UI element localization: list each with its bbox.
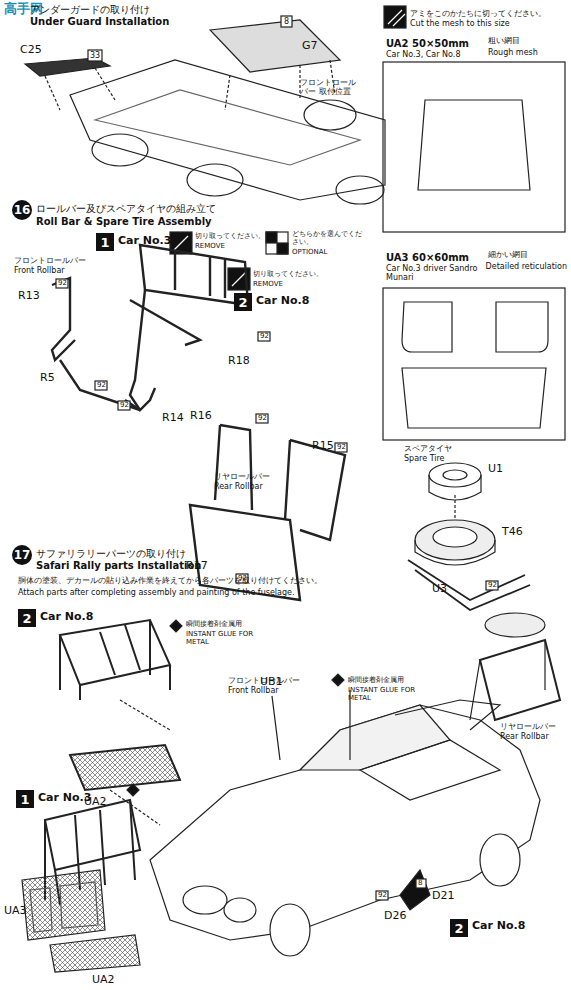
part-label: T46 <box>502 526 523 539</box>
part-label: Safari Rally parts Installation <box>36 560 201 572</box>
node-text: 2 <box>22 611 31 626</box>
part-label: UA2 50×50mm <box>386 38 469 50</box>
car-badge: 2 <box>450 919 468 937</box>
part-label: UA2 <box>92 974 115 987</box>
part-label: Attach parts after completing assembly a… <box>18 588 294 597</box>
part-label: 92 <box>378 891 387 899</box>
part-label: アミをこのかたちに切ってください。 <box>410 9 546 18</box>
car-badge: 1 <box>16 790 34 808</box>
node-text: 1 <box>100 235 109 250</box>
part-label: Detailed reticulation <box>486 262 567 271</box>
part-label: Car No.8 <box>40 611 93 624</box>
part-label: 胴体の塗装、デカールの貼り込み作業を終えてから各パーツを取り付けてください。 <box>18 576 322 585</box>
part-label: 8 <box>418 879 422 887</box>
part-label: R13 <box>18 290 40 303</box>
part-label: R15 <box>312 440 334 453</box>
part-label: U3 <box>432 583 447 596</box>
part-label: 92 <box>260 332 269 340</box>
part-label: 細かい網目 <box>488 250 528 259</box>
part-label: R5 <box>40 372 55 385</box>
car-badge: 2 <box>18 609 36 627</box>
part-label: Cut the mesh to this size <box>410 19 510 28</box>
part-label: U1 <box>488 463 503 476</box>
part-label: Car No.3 <box>118 235 171 248</box>
part-label: 切り取ってください。 <box>253 270 323 278</box>
part-label: 切り取ってください。 <box>195 232 265 240</box>
part-label: どちらかを選んでください。 <box>292 230 364 246</box>
node-text: 2 <box>238 295 247 310</box>
car-badge: 1 <box>96 233 114 251</box>
part-label: INSTANT GLUE FOR METAL <box>348 686 426 702</box>
part-label: リヤロールバー <box>500 722 556 731</box>
part-label: R16 <box>190 410 212 423</box>
node-text: 1 <box>20 792 29 807</box>
step-number: 17 <box>12 545 32 565</box>
part-label: フロントロールバー 取付位置 <box>300 78 362 96</box>
part-label: 92 <box>337 443 346 451</box>
part-label: R18 <box>228 355 250 368</box>
part-label: スペアタイヤ <box>404 444 452 453</box>
part-label: Car No.3 driver Sandro Munari <box>386 264 484 282</box>
part-label: 粗い網目 <box>488 36 520 45</box>
car-badge: 2 <box>234 293 252 311</box>
part-label: OPTIONAL <box>292 248 328 256</box>
part-label: D26 <box>384 910 406 923</box>
part-label: 33 <box>90 51 100 60</box>
part-label: Roll Bar & Spare Tire Assembly <box>36 216 212 228</box>
part-label: 瞬間接着剤金属用 <box>186 620 242 628</box>
part-label: ロールバー及びスペアタイヤの組み立て <box>36 203 216 215</box>
part-label: 92 <box>58 279 67 287</box>
part-label: Car No.3 <box>38 792 91 805</box>
part-label: 92 <box>258 414 267 422</box>
part-label: 8 <box>284 17 289 26</box>
part-label: UA3 60×60mm <box>386 252 469 264</box>
part-label: Spare Tire <box>404 454 445 463</box>
part-label: Rear Rollbar <box>500 732 549 741</box>
step-number: 16 <box>12 200 32 220</box>
part-label: REMOVE <box>195 242 225 250</box>
part-label: REMOVE <box>253 280 283 288</box>
part-label: Rough mesh <box>488 48 538 57</box>
part-label: G7 <box>302 40 318 53</box>
part-label: 92 <box>488 581 497 589</box>
part-label: Car No.3, Car No.8 <box>386 50 460 59</box>
part-label: 瞬間接着剤金属用 <box>348 676 404 684</box>
part-label: リヤロールバー <box>214 472 270 481</box>
part-label: 92 <box>120 401 129 409</box>
node-text: 16 <box>14 203 31 217</box>
part-label: Car No.8 <box>472 920 525 933</box>
part-label: INSTANT GLUE FOR METAL <box>186 630 264 646</box>
part-label: アンダーガードの取り付け <box>30 4 150 16</box>
part-label: Under Guard Installation <box>30 16 169 28</box>
part-label: UA3 <box>4 905 27 918</box>
part-label: Rear Rollbar <box>214 482 263 491</box>
node-text: 17 <box>14 548 31 562</box>
part-label: C25 <box>20 44 42 57</box>
part-label: フロントロールバー <box>14 256 86 265</box>
part-label: Car No.8 <box>256 295 309 308</box>
part-label: R14 <box>162 412 184 425</box>
part-label: Front Rollbar <box>14 266 65 275</box>
part-label: 92 <box>97 381 106 389</box>
part-label: UB1 <box>260 676 283 689</box>
part-label: サファリラリーパーツの取り付け <box>36 548 186 560</box>
part-label: D21 <box>432 890 454 903</box>
node-text: 2 <box>454 921 463 936</box>
